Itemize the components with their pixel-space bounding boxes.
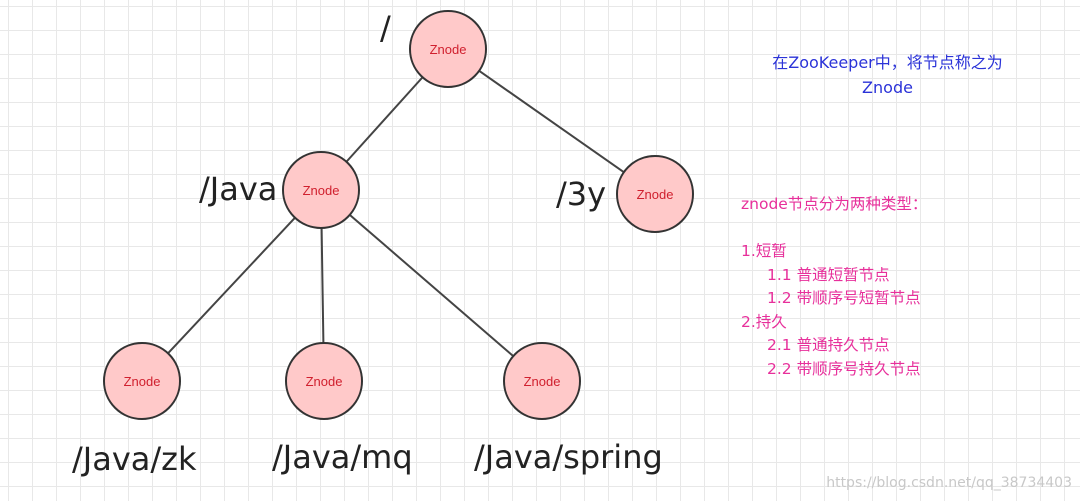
path-label-spring: /Java/spring xyxy=(474,438,663,476)
type-persistent-sequential: 2.2 带顺序号持久节点 xyxy=(767,359,921,378)
znode-types-note: znode节点分为两种类型： 1.短暂 1.1 普通短暂节点 1.2 带顺序号短… xyxy=(741,193,927,381)
types-heading: znode节点分为两种类型： xyxy=(741,195,928,213)
type-persistent-normal: 2.1 普通持久节点 xyxy=(767,336,890,354)
znode-label-root: Znode xyxy=(430,42,467,57)
znode-circle-zk xyxy=(103,342,181,420)
definition-line-2: Znode xyxy=(862,78,913,97)
znode-label-spring: Znode xyxy=(524,374,561,389)
edge-java-zk xyxy=(167,217,296,354)
znode-spring: Znode xyxy=(503,342,581,420)
path-label-3y: /3y xyxy=(556,175,607,213)
type-ephemeral: 1.短暂 xyxy=(741,242,787,260)
edge-root-three_y xyxy=(478,69,625,174)
znode-mq: Znode xyxy=(285,342,363,420)
type-ephemeral-normal: 1.1 普通短暂节点 xyxy=(767,265,890,284)
path-label-zk: /Java/zk xyxy=(72,440,197,478)
znode-circle-spring xyxy=(503,342,581,420)
znode-circle-mq xyxy=(285,342,363,420)
definition-line-1: 在ZooKeeper中，将节点称之为 xyxy=(772,53,1003,72)
edge-layer xyxy=(167,69,625,357)
path-label-root: / xyxy=(380,9,391,47)
znode-circle-three_y xyxy=(616,155,694,233)
edge-root-java xyxy=(345,76,424,163)
znode-three_y: Znode xyxy=(616,155,694,233)
znode-definition-note: 在ZooKeeper中，将节点称之为 Znode xyxy=(745,50,1030,100)
znode-java: Znode xyxy=(282,151,360,229)
znode-label-mq: Znode xyxy=(306,374,343,389)
types-spacer xyxy=(741,217,927,241)
znode-label-java: Znode xyxy=(303,183,340,198)
znode-root: Znode xyxy=(409,10,487,88)
type-ephemeral-sequential: 1.2 带顺序号短暂节点 xyxy=(767,289,921,307)
znode-label-zk: Znode xyxy=(124,374,161,389)
watermark: https://blog.csdn.net/qq_38734403 xyxy=(826,475,1072,491)
znode-circle-java xyxy=(282,151,360,229)
znode-zk: Znode xyxy=(103,342,181,420)
path-label-mq: /Java/mq xyxy=(272,438,413,476)
znode-circle-root xyxy=(409,10,487,88)
edge-java-spring xyxy=(349,214,514,357)
type-persistent: 2.持久 xyxy=(741,312,787,331)
znode-label-three_y: Znode xyxy=(637,187,674,202)
edge-java-mq xyxy=(320,227,325,344)
path-label-java: /Java xyxy=(199,170,278,208)
